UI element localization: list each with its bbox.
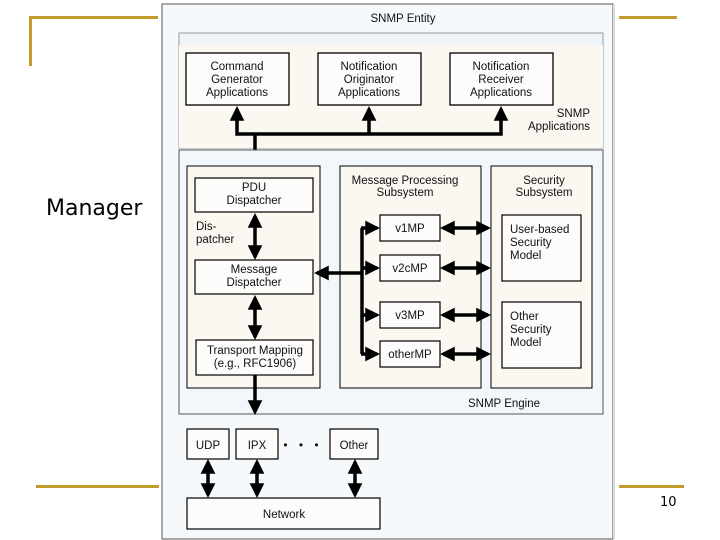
svg-text:Model: Model [510,250,541,262]
svg-text:Applications: Applications [206,87,268,99]
transport-udp: UDP [186,428,230,460]
message-processing-title-2: Subsystem [377,187,434,199]
svg-text:Other: Other [340,440,369,452]
svg-text:v3MP: v3MP [395,310,425,322]
slide-title: Manager [46,196,143,221]
svg-text:Receiver: Receiver [478,74,524,86]
svg-text:v1MP: v1MP [395,223,425,235]
network-arrows [200,459,363,498]
transport-mapping-box: Transport Mapping (e.g., RFC1906) [195,339,314,376]
mp-model-v1mp: v1MP [379,214,441,242]
snmp-applications-label-1: SNMP [557,108,591,120]
svg-text:Command: Command [210,61,263,73]
svg-text:Model: Model [510,337,541,349]
entity-right-shadow [613,4,615,539]
page-number: 10 [660,495,677,510]
mp-model-v2cmp: v2cMP [379,254,441,282]
pdu-dispatcher-box: PDU Dispatcher [194,177,314,213]
mp-model-v3mp: v3MP [379,301,441,329]
svg-text:Applications: Applications [338,87,400,99]
decor-line-bottom-left [36,485,159,488]
svg-text:Dispatcher: Dispatcher [227,195,282,207]
svg-text:User-based: User-based [510,224,569,236]
app-box-command-generator: Command Generator Applications [185,52,290,106]
decor-line-top-left-horizontal [30,16,158,19]
app-box-notification-originator: Notification Originator Applications [317,52,422,106]
svg-text:Transport Mapping: Transport Mapping [207,345,303,357]
svg-text:(e.g., RFC1906): (e.g., RFC1906) [214,358,297,370]
svg-text:Generator: Generator [211,74,263,86]
snmp-applications-label-2: Applications [528,121,590,133]
snmp-entity-label: SNMP Entity [371,13,436,25]
svg-text:Network: Network [263,509,305,521]
transport-other: Other [329,428,379,460]
security-subsystem-title-1: Security [523,175,565,187]
security-subsystem-title-2: Subsystem [516,187,573,199]
svg-text:PDU: PDU [242,182,266,194]
svg-text:Security: Security [510,324,552,336]
network-box: Network [186,497,381,530]
security-model-other: Other Security Model [501,301,582,369]
svg-text:Other: Other [510,311,539,323]
svg-text:Security: Security [510,237,552,249]
svg-text:Notification: Notification [473,61,530,73]
mp-bus-arrows [314,220,491,362]
dispatcher-label-1: Dis- [196,221,217,233]
svg-text:otherMP: otherMP [388,349,432,361]
decor-line-bottom-right [619,485,684,488]
svg-text:v2cMP: v2cMP [392,263,427,275]
decor-line-top-left-vertical [29,16,32,66]
security-model-user-based: User-based Security Model [501,214,582,282]
svg-text:Originator: Originator [344,74,395,86]
decor-line-top-right [619,16,677,19]
svg-text:IPX: IPX [248,440,267,452]
snmp-engine-label: SNMP Engine [468,398,540,410]
svg-text:Dispatcher: Dispatcher [227,277,282,289]
message-processing-title-1: Message Processing [352,175,459,187]
dispatcher-label-2: patcher [196,234,235,246]
transport-ipx: IPX [235,428,279,460]
svg-text:Message: Message [231,264,278,276]
message-dispatcher-box: Message Dispatcher [194,259,314,295]
mp-model-othermp: otherMP [379,340,441,368]
svg-text:UDP: UDP [196,440,221,452]
svg-text:Applications: Applications [470,87,532,99]
app-box-notification-receiver: Notification Receiver Applications [449,52,554,106]
svg-text:Notification: Notification [341,61,398,73]
transport-ellipsis: • • • [283,438,322,452]
